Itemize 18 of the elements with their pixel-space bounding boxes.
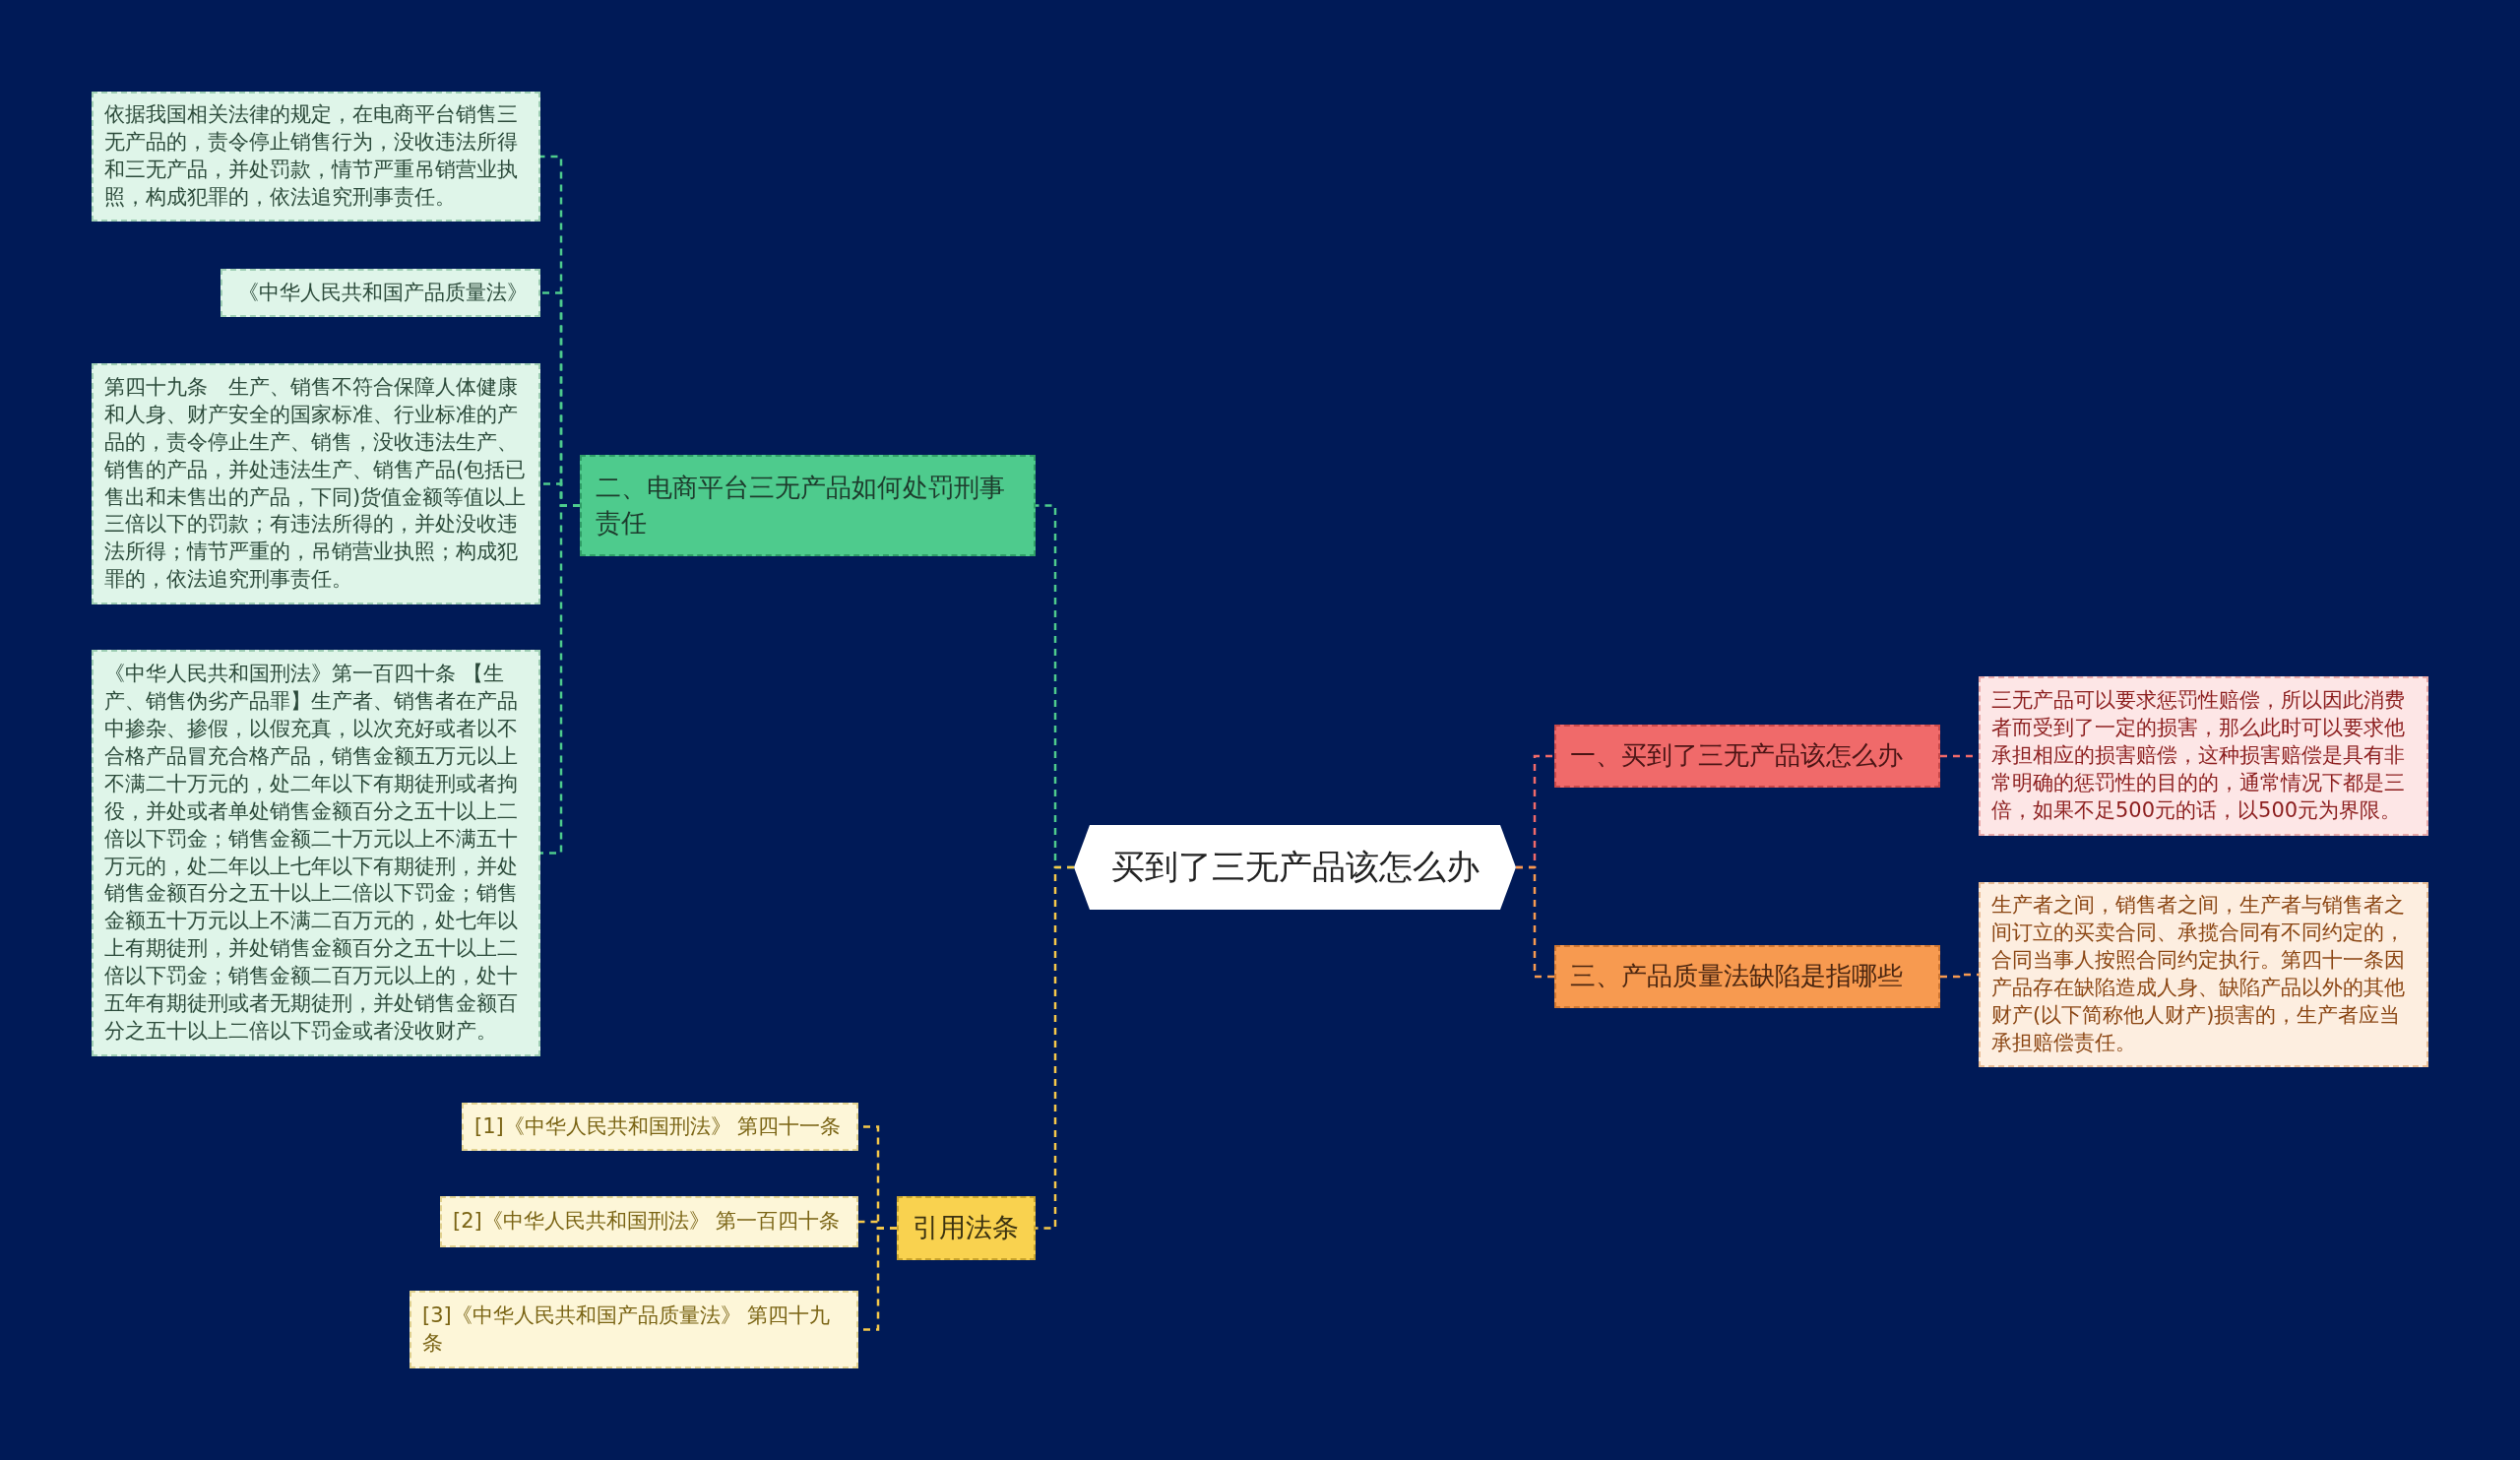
topic-box: 三、产品质量法缺陷是指哪些 <box>1554 945 1940 1008</box>
topic-box: 引用法条 <box>897 1196 1036 1260</box>
topic-box: 一、买到了三无产品该怎么办 <box>1554 725 1940 788</box>
text-card: 依据我国相关法律的规定，在电商平台销售三无产品的，责令停止销售行为，没收违法所得和三无产品，并处罚款，情节严重吊销营业执照，构成犯罪的，依法追究刑事责任。 <box>92 92 540 222</box>
text-card: 《中华人民共和国产品质量法》 <box>220 269 540 317</box>
connector-line <box>1516 865 1554 979</box>
central-topic-hexagon: 买到了三无产品该怎么办 <box>1074 825 1516 910</box>
text-card: 《中华人民共和国刑法》第一百四十条 【生产、销售伪劣产品罪】生产者、销售者在产品中掺杂、掺假，以假充真，以次充好或者以不合格产品冒充合格产品，销售金额五万元以上不满二十万元的，处二年以下有期徒刑或者拘役，并处或者单处销售金额百分之五十以上二倍以下罚金；销售金额二十万元以上不满五十万元的，处二年以上七年以下有期徒刑，并处销售金额百分之五十以上二倍以下罚金；销售金额五十万元以上不满二百万元的，处七年以上有期徒刑，并处销售金额百分之五十以上二倍以下罚金；销售金额二百万元以上的，处十五年有期徒刑或者无期徒刑，并处销售金额百分之五十以上二倍以下罚金或者没收财产。 <box>92 650 540 1056</box>
text-card: 第四十九条 生产、销售不符合保障人体健康和人身、财产安全的国家标准、行业标准的产品的，责令停止生产、销售，没收违法生产、销售的产品，并处违法生产、销售产品(包括已售出和未售出的产品，下同)货值金额等值以上三倍以下的罚款；有违法所得的，并处没收违法所得；情节严重的，吊销营业执照；构成犯罪的，依法追究刑事责任。 <box>92 363 540 604</box>
text-card: [3]《中华人民共和国产品质量法》 第四十九条 <box>410 1291 858 1368</box>
text-card: 三无产品可以要求惩罚性赔偿，所以因此消费者而受到了一定的损害，那么此时可以要求他承担相应的损害赔偿，这种损害赔偿是具有非常明确的惩罚性的目的的，通常情况下都是三倍，如果不足500元的话，以500元为界限。 <box>1979 676 2428 836</box>
connector-line <box>1940 973 1979 979</box>
text-card: 生产者之间，销售者之间，生产者与销售者之间订立的买卖合同、承揽合同有不同约定的，合同当事人按照合同约定执行。第四十一条因产品存在缺陷造成人身、缺陷产品以外的其他财产(以下简称他人财产)损害的，生产者应当承担赔偿责任。 <box>1979 882 2428 1067</box>
connector-line <box>540 504 580 855</box>
text-card: [2]《中华人民共和国刑法》 第一百四十条 <box>440 1196 858 1247</box>
connector-line <box>1036 865 1074 1230</box>
text-card: [1]《中华人民共和国刑法》 第四十一条 <box>462 1103 858 1151</box>
topic-box: 二、电商平台三无产品如何处罚刑事责任 <box>580 455 1036 556</box>
